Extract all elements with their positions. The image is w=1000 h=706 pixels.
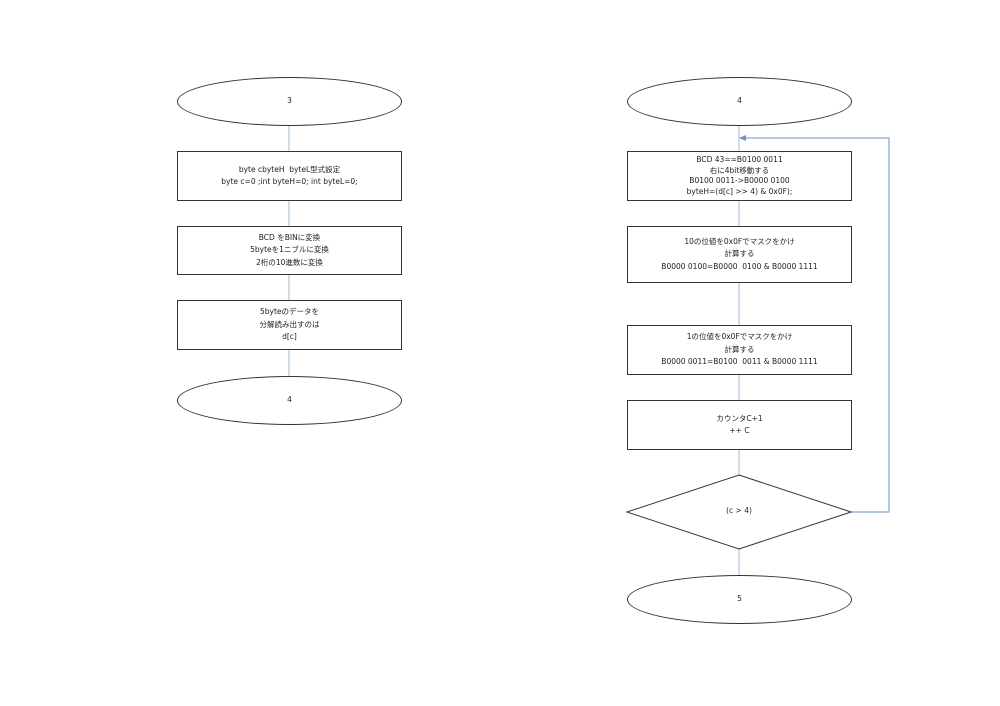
right-box3-line-1: 1の位値を0x0Fでマスクをかけ bbox=[686, 332, 793, 342]
right-box1-line-4: byteH=(d[c] >> 4) & 0x0F); bbox=[686, 186, 793, 196]
right-box1-line-3: B0100 0011->B0000 0100 bbox=[689, 176, 790, 185]
right-box3-line-3: B0000 0011=B0100 0011 & B0000 1111 bbox=[661, 357, 818, 367]
loop-back-line bbox=[745, 137, 890, 513]
right-box3-line-2: 計算する bbox=[724, 344, 755, 354]
left-box3-line-1: 5byteのデータを bbox=[259, 307, 320, 317]
decision-diamond bbox=[625, 474, 853, 550]
left-box2-line-1: BCD をBINに変換 bbox=[258, 232, 321, 242]
left-process-box-2: BCD をBINに変換 5byteを1ニブルに変換 2桁の10進数に変換 bbox=[177, 226, 402, 275]
left-box3-line-2: 分解読み出すのは bbox=[259, 319, 320, 329]
right-process-box-4: カウンタC+1 ++ C bbox=[627, 400, 852, 450]
right-box1-line-1: BCD 43==B0100 0011 bbox=[696, 155, 783, 164]
left-process-box-3: 5byteのデータを 分解読み出すのは d[c] bbox=[177, 300, 402, 350]
right-box4-line-2: ++ C bbox=[729, 426, 750, 435]
right-end-terminal: 5 bbox=[627, 575, 852, 624]
left-end-terminal: 4 bbox=[177, 376, 402, 425]
right-end-label: 5 bbox=[737, 594, 742, 604]
decision-label: (c > 4) bbox=[726, 506, 752, 515]
left-box1-line-2: byte c=0 ;int byteH=0; int byteL=0; bbox=[221, 177, 358, 186]
right-box2-line-2: 計算する bbox=[724, 249, 755, 259]
loop-arrowhead bbox=[739, 135, 746, 141]
left-box2-line-2: 5byteを1ニブルに変換 bbox=[250, 245, 329, 255]
right-start-label: 4 bbox=[737, 96, 742, 106]
left-end-label: 4 bbox=[287, 395, 292, 405]
left-start-label: 3 bbox=[287, 96, 292, 106]
right-box2-line-3: B0000 0100=B0000 0100 & B0000 1111 bbox=[661, 261, 818, 271]
left-box2-line-3: 2桁の10進数に変換 bbox=[256, 257, 323, 267]
right-box1-line-2: 右に4bit移動する bbox=[709, 165, 770, 175]
left-process-box-1: byte cbyteH byteL型式設定 byte c=0 ;int byte… bbox=[177, 151, 402, 201]
left-box3-line-3: d[c] bbox=[282, 332, 297, 342]
right-process-box-2: 10の位値を0x0Fでマスクをかけ 計算する B0000 0100=B0000 … bbox=[627, 226, 852, 283]
right-start-terminal: 4 bbox=[627, 77, 852, 126]
right-box4-line-1: カウンタC+1 bbox=[716, 413, 763, 423]
left-box1-line-1: byte cbyteH byteL型式設定 bbox=[238, 164, 341, 174]
right-process-box-1: BCD 43==B0100 0011 右に4bit移動する B0100 0011… bbox=[627, 151, 852, 201]
right-box2-line-1: 10の位値を0x0Fでマスクをかけ bbox=[684, 236, 795, 246]
left-start-terminal: 3 bbox=[177, 77, 402, 126]
right-process-box-3: 1の位値を0x0Fでマスクをかけ 計算する B0000 0011=B0100 0… bbox=[627, 325, 852, 375]
